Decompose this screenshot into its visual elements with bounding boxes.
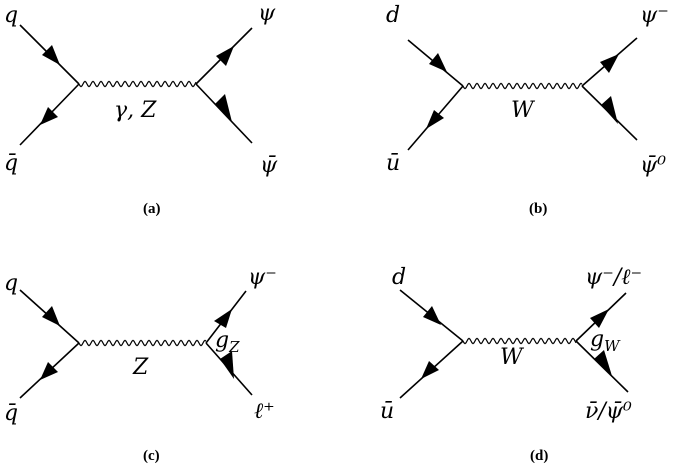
label-coupling: gZ	[215, 328, 240, 356]
label-incoming-top: q	[4, 271, 18, 296]
arrow-incoming-quark	[42, 306, 60, 326]
caption-c: (c)	[143, 448, 160, 464]
diagram-b: d ū ψ⁻ ψ̄⁰ W (b)	[386, 3, 669, 217]
arrow-incoming-antiquark	[426, 110, 444, 129]
label-boson: W	[500, 345, 525, 370]
diagram-c: q q̄ ψ⁻ ℓ⁺ Z gZ (c)	[4, 265, 277, 464]
boson-propagator	[462, 82, 583, 90]
arrow-incoming-quark	[429, 53, 447, 72]
caption-a: (a)	[143, 201, 161, 217]
arrow-outgoing-fermion	[214, 309, 232, 328]
label-boson: Z	[132, 355, 149, 380]
arrow-outgoing-lepton	[220, 351, 234, 379]
label-outgoing-bottom: ℓ⁺	[254, 399, 275, 424]
label-outgoing-bottom: ψ̄⁰	[640, 153, 666, 178]
label-incoming-top: d	[386, 3, 400, 28]
boson-propagator	[78, 339, 207, 347]
label-outgoing-top: ψ⁻/ℓ⁻	[585, 265, 642, 290]
arrow-incoming-antiquark	[40, 362, 58, 380]
label-outgoing-top: ψ⁻	[640, 3, 669, 28]
arrow-outgoing-fermion	[590, 309, 609, 328]
label-incoming-bottom: q̄	[4, 401, 18, 426]
arrow-outgoing-fermion	[216, 46, 234, 66]
label-boson: γ, Z	[114, 98, 157, 123]
caption-d: (d)	[530, 448, 548, 464]
label-outgoing-top: ψ⁻	[248, 265, 277, 290]
boson-propagator	[462, 337, 577, 345]
arrow-incoming-quark	[42, 45, 60, 65]
arrow-outgoing-fermion	[600, 54, 619, 73]
arrow-incoming-antiquark	[421, 361, 439, 379]
label-incoming-bottom: ū	[386, 151, 400, 176]
arrow-outgoing-antifermion	[215, 94, 232, 122]
label-outgoing-top: ψ	[258, 1, 276, 26]
label-outgoing-bottom: ψ̄	[260, 153, 278, 178]
label-boson: W	[511, 98, 536, 123]
diagram-a: q q̄ ψ ψ̄ γ, Z (a)	[4, 1, 278, 217]
label-outgoing-bottom: ν̄/ψ̄⁰	[585, 399, 632, 424]
label-incoming-top: d	[392, 265, 406, 290]
label-incoming-bottom: ū	[380, 399, 394, 424]
arrow-incoming-antiquark	[40, 107, 58, 125]
label-incoming-top: q	[4, 3, 18, 28]
label-incoming-bottom: q̄	[4, 151, 18, 176]
diagram-d: d ū ψ⁻/ℓ⁻ ν̄/ψ̄⁰ W gW (d)	[380, 265, 642, 464]
caption-b: (b)	[529, 201, 547, 217]
arrow-outgoing-antifermion	[601, 96, 618, 124]
arrow-incoming-quark	[423, 306, 441, 325]
arrow-outgoing-antifermion	[594, 350, 612, 376]
boson-propagator	[78, 80, 197, 88]
label-coupling: gW	[590, 327, 621, 355]
